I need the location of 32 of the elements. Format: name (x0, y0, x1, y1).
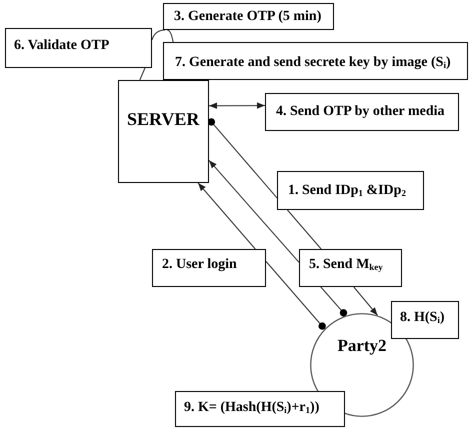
connector-line (286, 210, 322, 250)
step-label: 8. H(S$_{i}$) (400, 310, 445, 326)
step-box (163, 42, 468, 80)
dot-ended-line (208, 118, 278, 198)
arrow (353, 286, 378, 316)
step-label: 3. Generate OTP (5 min) (174, 9, 322, 25)
dot-ended-line (320, 286, 348, 316)
step-box (391, 301, 459, 339)
arrow (198, 182, 256, 250)
step-box (265, 93, 459, 131)
step-box (175, 391, 345, 427)
step-label: 5. Send M$_{key}$ (309, 257, 383, 273)
step-label: 6. Validate OTP (14, 38, 110, 54)
step-box (152, 249, 266, 287)
step-label: 4. Send OTP by other media (276, 104, 445, 120)
step-box (299, 249, 402, 287)
step-box (163, 3, 334, 30)
server-label: SERVER (127, 109, 200, 129)
step-label: 1. Send IDp$_{1}$ &IDp$_{2}$ (288, 183, 406, 199)
connector-line (139, 68, 146, 80)
connector-line (166, 30, 174, 42)
server-box (118, 80, 209, 183)
dot-ended-line (266, 260, 326, 330)
step-box (277, 171, 424, 210)
step-box (5, 28, 152, 68)
step-label: 2. User login (162, 257, 237, 273)
party-label: Party2 (336, 336, 388, 356)
connector-line (152, 30, 166, 40)
double-arrow (208, 102, 266, 109)
arrow (208, 160, 300, 263)
step-label: 9. K= (Hash(H(S$_{i}$)+r$_{1}$)) (184, 400, 320, 416)
step-label: 7. Generate and send secrete key by image (S$_{i}$) (175, 55, 451, 71)
